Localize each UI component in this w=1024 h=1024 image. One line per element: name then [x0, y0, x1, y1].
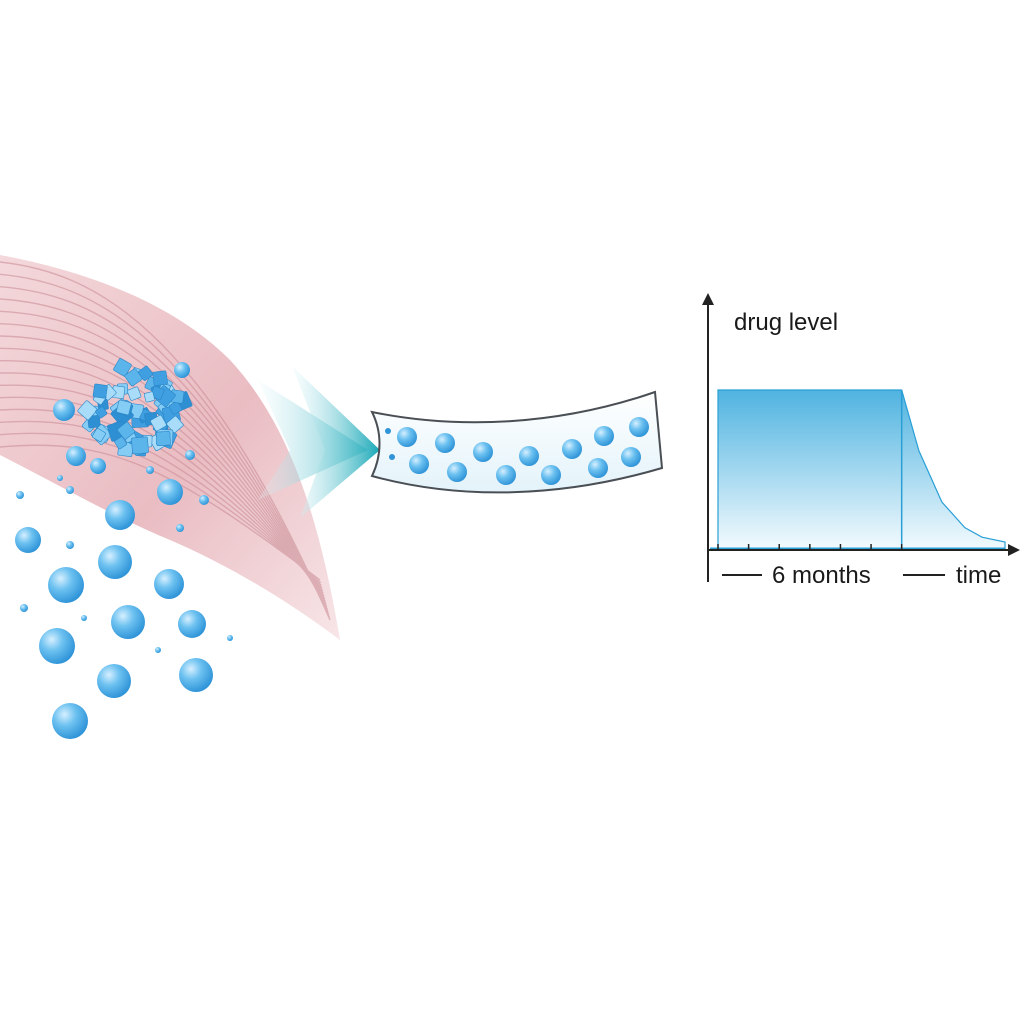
- drug-particle: [53, 399, 75, 421]
- drug-particle: [155, 647, 161, 653]
- bloodstream-drug-particles: [385, 417, 649, 485]
- drug-particle: [176, 524, 184, 532]
- muscle-fiber-line: [0, 444, 321, 581]
- crystal-block: [117, 421, 136, 440]
- drug-particle: [52, 703, 88, 739]
- drug-particle: [409, 454, 429, 474]
- drug-particle: [98, 545, 132, 579]
- crystal-block: [150, 414, 167, 432]
- drug-particle: [57, 475, 63, 481]
- drug-level-area: [717, 389, 1006, 551]
- crystal-block: [124, 368, 143, 387]
- crystal-block: [143, 391, 155, 403]
- drug-particle: [48, 567, 84, 603]
- drug-level-chart: drug level 6 months time: [702, 293, 1020, 589]
- crystal-block: [131, 436, 149, 455]
- chart-area: [710, 389, 1006, 551]
- x-axis-label: time: [956, 562, 1001, 589]
- crystal-block: [92, 428, 106, 442]
- muscle-fiber-line: [0, 298, 329, 613]
- drug-particle: [594, 426, 614, 446]
- drug-particle: [629, 417, 649, 437]
- drug-particle: [66, 446, 86, 466]
- drug-particle: [199, 495, 209, 505]
- drug-particle: [519, 446, 539, 466]
- released-drug-particles: [15, 362, 233, 739]
- drug-particle: [227, 635, 233, 641]
- blood-vessel-icon: [370, 390, 664, 494]
- crystal-block: [87, 415, 101, 429]
- duration-label: 6 months: [772, 562, 871, 589]
- drug-particle: [66, 541, 74, 549]
- muscle-fiber-line: [0, 396, 324, 592]
- muscle-fiber-line: [0, 273, 330, 618]
- crystal-block: [95, 406, 108, 419]
- crystal-block: [114, 436, 127, 450]
- drug-particle: [20, 604, 28, 612]
- crystal-block: [92, 383, 108, 399]
- x-axis-ticks: [717, 544, 903, 550]
- drug-particle: [66, 486, 74, 494]
- drug-particle: [389, 454, 395, 460]
- drug-particle: [111, 605, 145, 639]
- x-axis-arrowhead: [1008, 544, 1020, 556]
- drug-particle: [15, 527, 41, 553]
- crystal-block: [152, 370, 168, 386]
- drug-particle: [16, 491, 24, 499]
- crystal-block: [155, 431, 171, 447]
- drug-particle: [146, 466, 154, 474]
- muscle-fiber-line: [0, 285, 330, 615]
- muscle-fiber-line: [0, 359, 326, 600]
- drug-particle: [588, 458, 608, 478]
- drug-particle: [97, 664, 131, 698]
- drug-particle: [90, 458, 106, 474]
- drug-particle: [81, 615, 87, 621]
- y-axis-arrowhead: [702, 293, 714, 305]
- drug-particle: [562, 439, 582, 459]
- drug-particle: [154, 569, 184, 599]
- crystal-block: [127, 386, 142, 401]
- crystal-block: [77, 400, 98, 421]
- drug-particle: [541, 465, 561, 485]
- drug-particle: [39, 628, 75, 664]
- drug-particle: [473, 442, 493, 462]
- drug-particle: [174, 362, 190, 378]
- drug-particle: [185, 450, 195, 460]
- flow-arrow-icon: [258, 366, 380, 518]
- drug-particle: [496, 465, 516, 485]
- y-axis-label: drug level: [734, 309, 838, 336]
- drug-particle: [447, 462, 467, 482]
- crystal-block: [113, 358, 132, 377]
- drug-particle: [385, 428, 391, 434]
- drug-particle: [397, 427, 417, 447]
- crystal-block: [116, 399, 132, 416]
- drug-crystal-cluster-icon: [77, 358, 193, 457]
- drug-particle: [157, 479, 183, 505]
- muscle-fiber-line: [0, 261, 331, 621]
- drug-particle: [178, 610, 206, 638]
- crystal-block: [168, 401, 183, 415]
- drug-particle: [621, 447, 641, 467]
- muscle-fiber-line: [0, 432, 322, 584]
- drug-particle: [435, 433, 455, 453]
- drug-particle: [105, 500, 135, 530]
- crystal-block: [166, 415, 184, 433]
- drug-particle: [179, 658, 213, 692]
